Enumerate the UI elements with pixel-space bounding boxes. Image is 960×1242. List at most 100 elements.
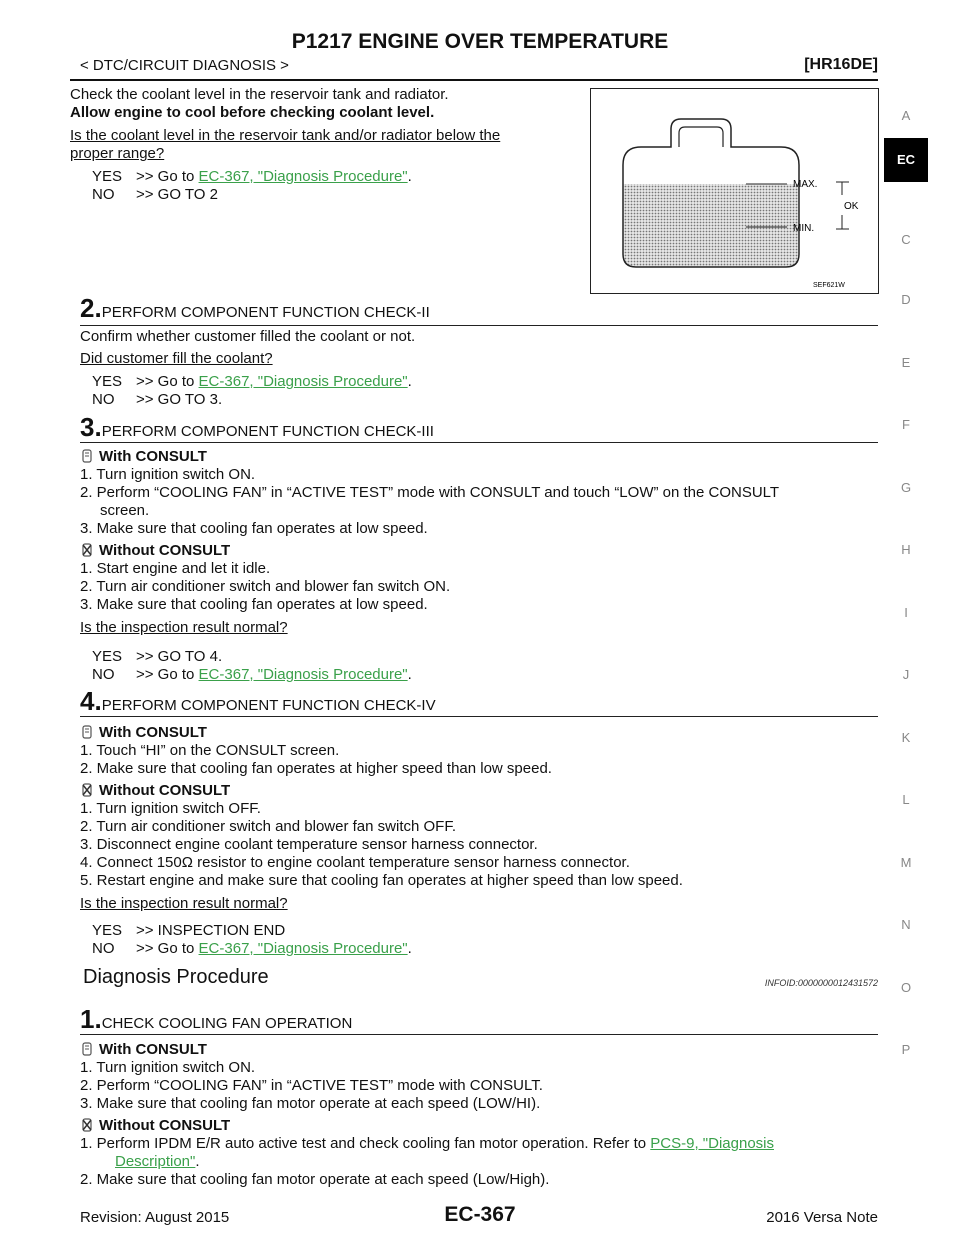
step4-no-text: >> Go to <box>136 940 199 957</box>
diag-with-item-1: 1. Turn ignition switch ON. <box>80 1059 256 1076</box>
step4-heading: PERFORM COMPONENT FUNCTION CHECK-IV <box>101 697 436 714</box>
consult-icon <box>82 449 92 463</box>
consult-icon <box>82 725 92 739</box>
step2-body: Confirm whether customer filled the cool… <box>80 328 416 345</box>
side-index-h[interactable]: H <box>901 542 911 557</box>
diag-pcs-link-a[interactable]: PCS-9, "Diagnosis <box>650 1135 774 1152</box>
step4-question: Is the inspection result normal? <box>80 895 288 912</box>
step3-rule <box>80 442 878 443</box>
step4-without-item-3: 3. Disconnect engine coolant temperature… <box>80 836 538 853</box>
diag-step1-rule <box>80 1034 878 1035</box>
reservoir-tank-diagram: MAX. MIN. OK SEF621W <box>622 118 859 289</box>
diag-without-item-2: 2. Make sure that cooling fan motor oper… <box>80 1171 550 1188</box>
diag-step1-heading: CHECK COOLING FAN OPERATION <box>101 1015 353 1032</box>
diag-with-item-2: 2. Perform “COOLING FAN” in “ACTIVE TEST… <box>80 1077 543 1094</box>
side-index-c[interactable]: C <box>901 232 911 247</box>
consult-icon <box>82 1042 92 1056</box>
diag-with-item-3: 3. Make sure that cooling fan motor oper… <box>80 1095 541 1112</box>
step2-number: 2. <box>80 293 102 323</box>
step3-without-item-2: 2. Turn air conditioner switch and blowe… <box>80 578 451 595</box>
step4-rule <box>80 716 878 717</box>
side-index-a[interactable]: A <box>901 108 911 123</box>
step4-yes-text: >> INSPECTION END <box>136 922 286 939</box>
header-rule <box>70 79 878 81</box>
side-index-g[interactable]: G <box>900 480 912 495</box>
info-id: INFOID:0000000012431572 <box>764 978 878 988</box>
step1-yes-text: >> Go to <box>136 168 199 185</box>
step2-rule <box>80 325 878 326</box>
step3-number: 3. <box>80 412 102 442</box>
diag-step1-number: 1. <box>80 1004 102 1034</box>
side-index-ec[interactable]: EC <box>884 138 928 182</box>
step4-heading-row: 4.PERFORM COMPONENT FUNCTION CHECK-IV <box>80 686 436 717</box>
step4-content: With CONSULT 1. Touch “HI” on the CONSUL… <box>80 724 880 913</box>
ok-label: OK <box>844 201 859 212</box>
diag-pcs-link-b[interactable]: Description" <box>115 1153 196 1170</box>
step2-answers: YES >> Go to EC-367, "Diagnosis Procedure… <box>92 373 412 408</box>
step4-no-label: NO <box>92 940 115 957</box>
side-index-p[interactable]: P <box>901 1042 911 1057</box>
page-number: EC-367 <box>444 1203 516 1226</box>
side-index-o[interactable]: O <box>900 980 912 995</box>
step4-without-item-5: 5. Restart engine and make sure that coo… <box>80 872 683 889</box>
step3-no-text: >> Go to <box>136 666 199 683</box>
side-index-i[interactable]: I <box>904 605 908 620</box>
step3-with-item-2b: screen. <box>100 502 150 519</box>
step1-yes-link[interactable]: EC-367, "Diagnosis Procedure" <box>198 168 408 185</box>
step1-no-text: >> GO TO 2 <box>136 186 218 203</box>
side-index-d[interactable]: D <box>901 292 911 307</box>
step2-no-label: NO <box>92 391 115 408</box>
step4-without-item-1: 1. Turn ignition switch OFF. <box>80 800 261 817</box>
step3-no-link[interactable]: EC-367, "Diagnosis Procedure" <box>198 666 408 683</box>
step3-yes-text: >> GO TO 4. <box>136 648 223 665</box>
side-index-k[interactable]: K <box>901 730 911 745</box>
no-consult-icon <box>82 783 92 797</box>
step1-line2: Allow engine to cool before checking coo… <box>70 104 435 121</box>
reservoir-figure: MAX. MIN. OK SEF621W <box>590 88 879 294</box>
step1-question-b: proper range? <box>70 145 165 162</box>
step3-heading: PERFORM COMPONENT FUNCTION CHECK-III <box>101 423 434 440</box>
side-index-m[interactable]: M <box>900 855 912 870</box>
side-index-f[interactable]: F <box>902 417 910 432</box>
tank-outline <box>622 118 800 268</box>
step3-with-item-3: 3. Make sure that cooling fan operates a… <box>80 520 428 537</box>
min-label: MIN. <box>793 223 814 234</box>
figure-code: SEF621W <box>813 282 845 289</box>
step2-no-text: >> GO TO 3. <box>136 391 223 408</box>
step4-with-label: With CONSULT <box>99 724 207 741</box>
step3-no-label: NO <box>92 666 115 683</box>
diag-without-label: Without CONSULT <box>99 1117 231 1134</box>
step2-yes-text: >> Go to <box>136 373 199 390</box>
diag-step1-heading-row: 1.CHECK COOLING FAN OPERATION <box>80 1004 352 1035</box>
diagnosis-title: Diagnosis Procedure <box>83 966 269 988</box>
no-consult-icon <box>82 1118 92 1132</box>
step1-line1: Check the coolant level in the reservoir… <box>70 86 449 103</box>
step1-no-label: NO <box>92 186 115 203</box>
side-index-e[interactable]: E <box>901 355 911 370</box>
footer-revision: Revision: August 2015 <box>80 1209 230 1226</box>
step2-heading-row: 2.PERFORM COMPONENT FUNCTION CHECK-II <box>80 293 430 324</box>
step4-without-item-2: 2. Turn air conditioner switch and blowe… <box>80 818 456 835</box>
no-consult-icon <box>82 543 92 557</box>
step3-with-item-1: 1. Turn ignition switch ON. <box>80 466 256 483</box>
step1-answers: YES >> Go to EC-367, "Diagnosis Procedure… <box>92 168 412 203</box>
step2-yes-label: YES <box>92 373 123 390</box>
step3-with-label: With CONSULT <box>99 448 207 465</box>
step1-yes-label: YES <box>92 168 123 185</box>
step4-no-link[interactable]: EC-367, "Diagnosis Procedure" <box>198 940 408 957</box>
side-index-j[interactable]: J <box>902 667 910 682</box>
diag-without-item-1: 1. Perform IPDM E/R auto active test and… <box>80 1135 651 1152</box>
side-index-n[interactable]: N <box>901 917 911 932</box>
model-code: [HR16DE] <box>804 56 878 73</box>
step4-answers: YES >> INSPECTION END NO >> Go to EC-367, … <box>92 922 412 957</box>
step4-yes-label: YES <box>92 922 123 939</box>
step3-without-item-1: 1. Start engine and let it idle. <box>80 560 271 577</box>
step1-block: Check the coolant level in the reservoir… <box>70 86 580 163</box>
step2-yes-link[interactable]: EC-367, "Diagnosis Procedure" <box>198 373 408 390</box>
step2-question: Did customer fill the coolant? <box>80 350 273 367</box>
diag-with-label: With CONSULT <box>99 1041 207 1058</box>
page-title: P1217 ENGINE OVER TEMPERATURE <box>291 30 669 53</box>
step1-question-a: Is the coolant level in the reservoir ta… <box>70 127 501 144</box>
side-index-l[interactable]: L <box>902 792 910 807</box>
step3-with-item-2: 2. Perform “COOLING FAN” in “ACTIVE TEST… <box>80 484 780 501</box>
